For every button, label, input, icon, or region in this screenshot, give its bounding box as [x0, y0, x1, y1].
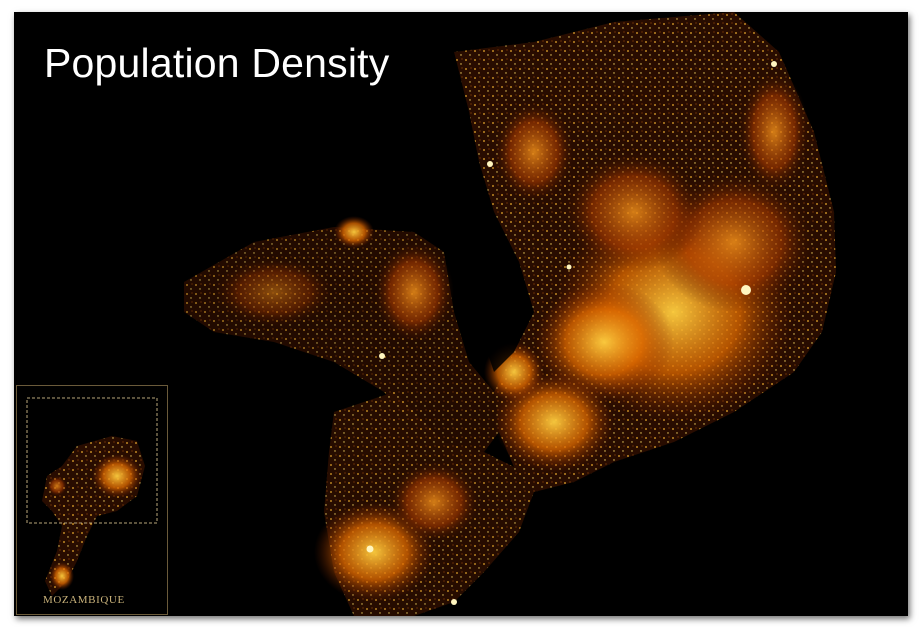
inset-map: [26, 397, 158, 596]
lake-malawi: [444, 52, 534, 372]
map-panel: Population Density MOZAMBIQUE: [14, 12, 908, 616]
map-title: Population Density: [44, 40, 390, 86]
inset-viewport-box: [26, 397, 158, 524]
locator-inset: MOZAMBIQUE: [16, 385, 168, 615]
population-density-map: [184, 12, 836, 616]
inset-country-label: MOZAMBIQUE: [43, 594, 125, 606]
